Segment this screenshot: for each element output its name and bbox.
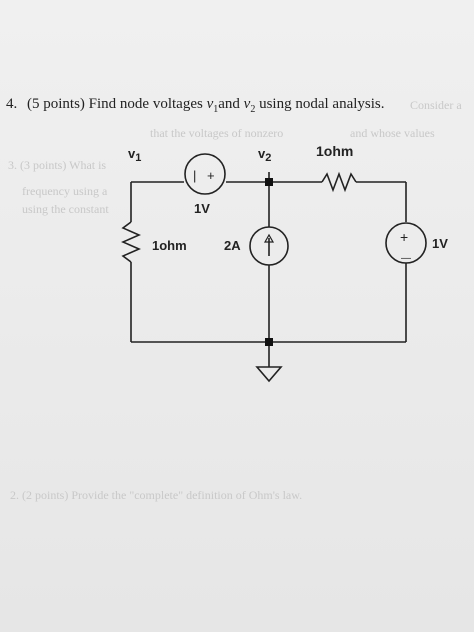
bleed-through-text: using the constant [22, 202, 109, 216]
node-v1-label: v1 [128, 146, 141, 164]
question-and: and [218, 96, 240, 112]
bleed-through-text: and whose values [350, 126, 435, 140]
question-points: (5 points) [27, 96, 85, 112]
bleed-through-text: 2. (2 points) Provide the "complete" def… [10, 488, 303, 502]
resistor-top-zigzag [321, 171, 357, 193]
top-voltage-source [184, 153, 226, 195]
top-source-label: 1V [194, 201, 210, 216]
node-bottom-dot [265, 338, 273, 346]
v1-symbol: v1 [206, 96, 219, 115]
bleed-through-text: that the voltages of nonzero [150, 126, 284, 140]
right-source-label: 1V [432, 236, 448, 251]
node-v2-dot [265, 178, 273, 186]
question-suffix: using nodal analysis. [259, 96, 385, 112]
top-source-plus-mark: + [207, 168, 215, 183]
left-resistor-label: 1ohm [152, 238, 187, 253]
ground-symbol [255, 366, 283, 383]
question-number: 4. [6, 96, 18, 112]
right-source-minus-mark: — [401, 253, 411, 264]
question-text: 4. (5 points) Find node voltages v1and v… [6, 96, 385, 115]
current-arrow-head [263, 233, 275, 243]
current-source-label: 2A [224, 238, 241, 253]
resistor-left-zigzag [121, 221, 141, 263]
bleed-through-text: frequency using a [22, 184, 108, 198]
right-source-plus-mark: + [400, 229, 408, 245]
question-prefix: Find node voltages [88, 96, 203, 112]
node-v2-label: v2 [258, 146, 271, 164]
v2-symbol: v2 [243, 96, 256, 115]
top-resistor-label: 1ohm [316, 143, 353, 159]
bleed-through-text: Consider a [410, 98, 462, 112]
top-source-minus-mark: | [193, 168, 196, 183]
bleed-through-text: 3. (3 points) What is [8, 158, 107, 172]
